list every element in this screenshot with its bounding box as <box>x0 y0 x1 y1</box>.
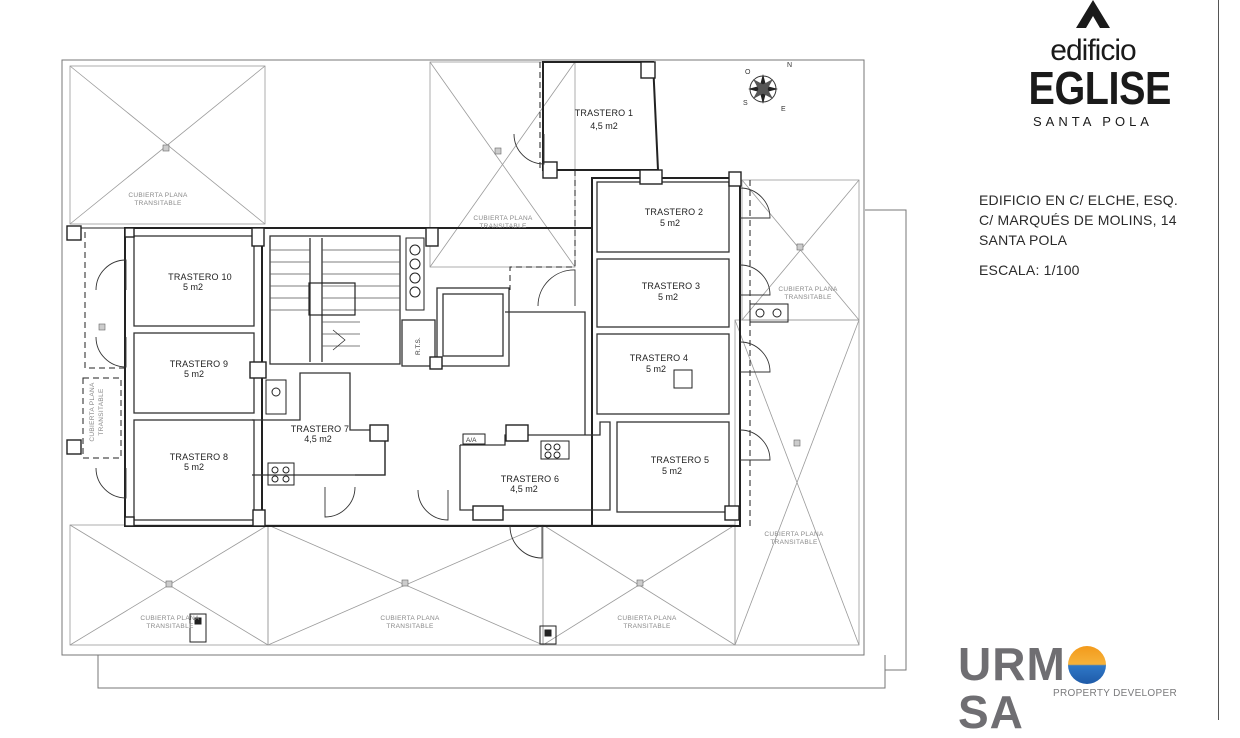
logo-line2: EGLISE <box>1028 62 1172 114</box>
room-area: 5 m2 <box>184 369 204 379</box>
roof-label: TRANSITABLE <box>479 223 527 230</box>
roof-label: TRANSITABLE <box>134 200 182 207</box>
room-area: 5 m2 <box>658 292 678 302</box>
roof-label: TRANSITABLE <box>770 539 818 546</box>
room-name: TRASTERO 9 <box>170 359 229 369</box>
roof-label: CUBIERTA PLANA <box>89 382 96 442</box>
room-name: TRASTERO 4 <box>630 353 689 363</box>
roof-label: TRANSITABLE <box>623 623 671 630</box>
room-area: 5 m2 <box>660 218 680 228</box>
room-name: TRASTERO 6 <box>501 474 560 484</box>
roof-label: CUBIERTA PLANA <box>764 531 824 538</box>
room-labels: TRASTERO 1 4,5 m2 TRASTERO 2 5 m2 TRASTE… <box>168 108 709 494</box>
floor-plan: N O S E TRASTERO 1 4,5 m2 TRASTERO 2 5 m… <box>61 59 907 689</box>
dashed-lines <box>70 62 751 527</box>
rts-label: R.T.S. <box>415 337 422 355</box>
address-line2: C/ MARQUÉS DE MOLINS, 14 <box>979 212 1177 228</box>
room-name: TRASTERO 1 <box>575 108 634 118</box>
compass-s: S <box>743 100 748 107</box>
urmosa-logo: URMSA PROPERTY DEVELOPER <box>958 638 1177 738</box>
logo-line1: edificio <box>1050 34 1136 67</box>
room-area: 4,5 m2 <box>590 121 618 131</box>
compass-e: E <box>781 106 786 113</box>
brand-subtitle: PROPERTY DEVELOPER <box>1053 688 1177 699</box>
roof-drains <box>98 144 804 588</box>
room-name: TRASTERO 8 <box>170 452 229 462</box>
room-area: 5 m2 <box>184 462 204 472</box>
compass-icon: N O S E <box>743 62 792 113</box>
room-area: 4,5 m2 <box>304 434 332 444</box>
edificio-logo: edificio EGLISE SANTA POLA <box>1018 0 1172 129</box>
sun-sea-icon <box>1067 646 1106 684</box>
roof-labels: CUBIERTA PLANA TRANSITABLE CUBIERTA PLAN… <box>89 192 838 630</box>
equipment <box>189 237 789 645</box>
roof-label: CUBIERTA PLANA <box>380 615 440 622</box>
room-name: TRASTERO 3 <box>642 281 701 291</box>
roof-label: TRANSITABLE <box>98 388 105 436</box>
room-area: 5 m2 <box>183 282 203 292</box>
brand-right: SA <box>958 686 1024 738</box>
logo-line3: SANTA POLA <box>1033 114 1153 129</box>
room-name: TRASTERO 2 <box>645 207 704 217</box>
roof-label: CUBIERTA PLANA <box>617 615 677 622</box>
room-area: 5 m2 <box>646 364 666 374</box>
compass-o: O <box>745 69 751 76</box>
roof-label: CUBIERTA PLANA <box>140 615 200 622</box>
room-name: TRASTERO 10 <box>168 272 232 282</box>
room-area: 4,5 m2 <box>510 484 538 494</box>
roof-label: TRANSITABLE <box>784 294 832 301</box>
roof-label: CUBIERTA PLANA <box>778 286 838 293</box>
project-info: EDIFICIO EN C/ ELCHE, ESQ. C/ MARQUÉS DE… <box>979 190 1214 280</box>
roof-label: TRANSITABLE <box>146 623 194 630</box>
site-outline <box>61 59 907 689</box>
address-line3: SANTA POLA <box>979 232 1068 248</box>
door-swings <box>95 133 771 559</box>
scale-text: ESCALA: 1/100 <box>979 262 1080 278</box>
aa-label: A/A <box>466 437 477 444</box>
compass-n: N <box>787 62 792 69</box>
roof-label: CUBIERTA PLANA <box>128 192 188 199</box>
columns <box>66 61 742 527</box>
address-line1: EDIFICIO EN C/ ELCHE, ESQ. <box>979 192 1178 208</box>
room-area: 5 m2 <box>662 466 682 476</box>
frame-divider <box>1218 0 1219 720</box>
roof-label: CUBIERTA PLANA <box>473 215 533 222</box>
room-name: TRASTERO 7 <box>291 424 350 434</box>
brand-left: URM <box>958 638 1066 690</box>
room-name: TRASTERO 5 <box>651 455 710 465</box>
house-icon <box>1076 0 1110 28</box>
roof-label: TRANSITABLE <box>386 623 434 630</box>
stair-treads <box>270 249 400 351</box>
